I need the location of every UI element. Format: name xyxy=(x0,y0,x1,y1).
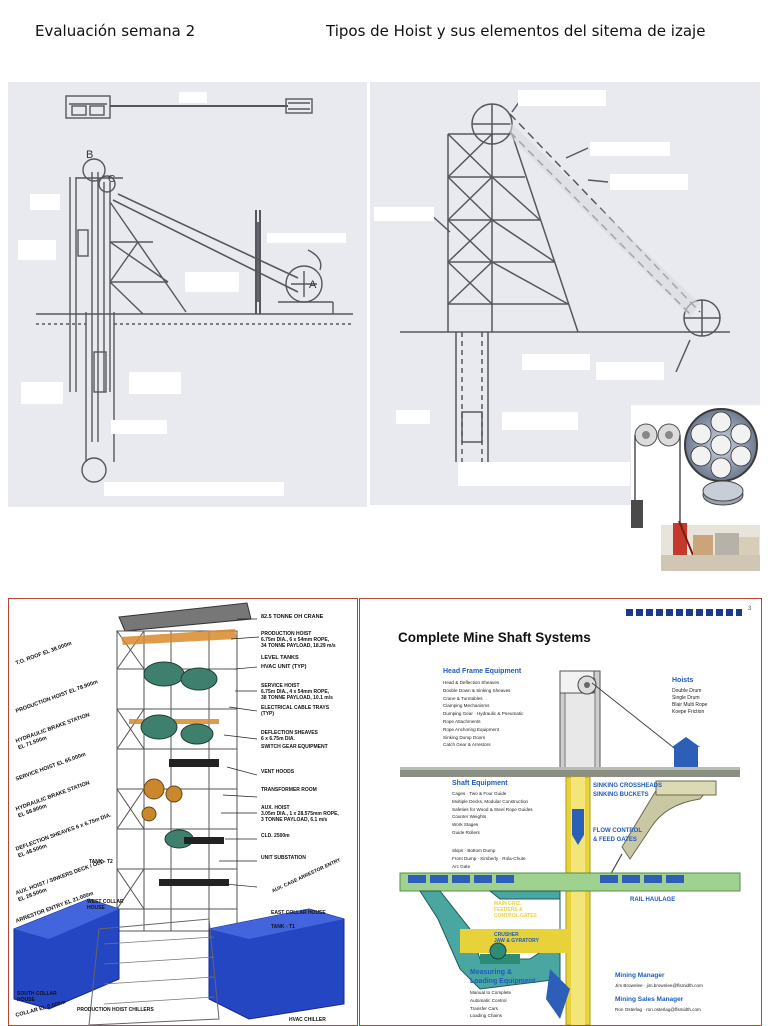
list-item: Transfer Cars xyxy=(470,1005,498,1011)
label-east-collar: EAST COLLAR HOUSE xyxy=(271,910,326,916)
list-item: Work Stages xyxy=(452,822,479,828)
label-unit-substation: UNIT SUBSTATION xyxy=(261,855,306,861)
list-item: Sinking Dump Doors xyxy=(443,734,486,740)
right-title: Tipos de Hoist y sus elementos del sitem… xyxy=(326,22,706,40)
label-c: C xyxy=(108,174,115,185)
page-number: 3 xyxy=(748,606,752,612)
label-service-hoist: SERVICE HOIST 6.75m DIA., 4 x 54mm ROPE,… xyxy=(261,683,333,701)
mine-shaft-systems-panel: 3 Complete Mine Shaft Systems xyxy=(359,598,762,1026)
headframe-tower-illustration xyxy=(13,602,345,1025)
answer-box[interactable] xyxy=(179,92,207,103)
list-item: Single Drum xyxy=(672,695,700,701)
label-aux-hoist: AUX. HOIST 3.05m DIA., 1 x 28.575mm ROPE… xyxy=(261,805,339,823)
measuring-list: Manual to Complete Automatic Control Tra… xyxy=(470,989,511,1020)
list-item: Head & Deflection Sheaves xyxy=(443,680,500,685)
answer-box[interactable] xyxy=(129,372,181,394)
list-item: Cages · Two & Four Guide xyxy=(452,791,507,796)
hoists-heading: Hoists xyxy=(672,677,694,684)
answer-box[interactable] xyxy=(396,410,430,424)
list-item: Dumping Gear · Hydraulic & Pneumatic xyxy=(443,711,524,717)
sinking-label: SINKING CROSSHEADS SINKING BUCKETS xyxy=(593,783,663,798)
contact-detail-1[interactable]: Jim Brownlee · jim.brownlee@flsmidth.com xyxy=(615,983,703,988)
list-item: Catch Gear & Arrestors xyxy=(443,742,491,748)
label-a: A xyxy=(309,279,317,291)
headframe-drawing-right xyxy=(400,97,730,462)
list-item: Loading Chains xyxy=(470,1013,502,1019)
mine-shaft-illustration xyxy=(399,670,741,1025)
answer-box[interactable] xyxy=(522,354,590,370)
shaft-equipment-list: Cages · Two & Four Guide Multiple Decks,… xyxy=(452,790,533,837)
headframe-drawing-left: B C A xyxy=(36,95,353,483)
list-item: Guide Rollers xyxy=(452,829,480,835)
label-switch-gear: SWITCH GEAR EQUIPMENT xyxy=(261,744,328,750)
list-item: Skips · Bottom Dump xyxy=(452,848,496,853)
label-cld: CLD. 2500m xyxy=(261,833,290,839)
shaft-equipment-heading: Shaft Equipment xyxy=(452,780,508,787)
skips-list: Skips · Bottom Dump Front Dump · Kimberl… xyxy=(452,847,526,870)
panel-title: Complete Mine Shaft Systems xyxy=(398,630,591,645)
label-level-tanks: LEVEL TANKS xyxy=(261,655,299,661)
answer-box[interactable] xyxy=(502,412,578,430)
hoists-list: Double Drum Single Drum Blair Multi Rope… xyxy=(672,688,707,716)
rail-haulage-label: RAIL HAULAGE xyxy=(630,897,676,903)
label-hvac: HVAC UNIT (TYP) xyxy=(261,664,307,670)
label-transformer: TRANSFORMER ROOM xyxy=(261,787,317,793)
answer-box[interactable] xyxy=(30,194,60,210)
list-item: Double Drum xyxy=(672,688,702,694)
hoist-rope-collage xyxy=(631,405,760,571)
measuring-heading: Measuring & Loading Equipment xyxy=(470,969,536,985)
header-stripe xyxy=(626,609,742,616)
label-west-collar: WEST COLLAR HOUSE xyxy=(87,899,124,911)
answer-box[interactable] xyxy=(21,382,63,404)
crusher-label: CRUSHER JAW & GYRATORY xyxy=(494,932,539,944)
list-item: Rope Attachments xyxy=(443,718,481,724)
headframe-diagram-left: B C A xyxy=(8,82,367,507)
answer-box[interactable] xyxy=(18,240,56,260)
label-tank-t2: TANK - T2 xyxy=(89,859,113,865)
label-crane: 82.5 TONNE OH CRANE xyxy=(261,614,324,620)
label-south-collar: SOUTH COLLAR HOUSE xyxy=(17,991,57,1003)
contact-detail-2[interactable]: Ron Osterlag · ron.osterlag@flsmidth.com xyxy=(615,1007,701,1012)
list-item: Blair Multi Rope xyxy=(672,702,708,708)
list-item: Rope Anchoring Equipment xyxy=(443,726,499,732)
contact-role-2: Mining Sales Manager xyxy=(615,996,684,1003)
head-frame-list: Head & Deflection Sheaves Double Down & … xyxy=(443,679,523,749)
answer-box[interactable] xyxy=(111,420,167,434)
flow-control-label: FLOW CONTROL & FEED GATES xyxy=(593,828,642,843)
label-prod-hoist-chillers: PRODUCTION HOIST CHILLERS xyxy=(77,1007,154,1013)
left-title: Evaluación semana 2 xyxy=(35,22,196,40)
label-hvac-chiller: HVAC CHILLER xyxy=(289,1017,326,1023)
label-deflection: DEFLECTION SHEAVES 6 x 6.75m DIA. xyxy=(261,730,318,742)
hoist-rope-illustration xyxy=(631,408,760,571)
label-b: B xyxy=(86,149,93,161)
answer-box[interactable] xyxy=(610,174,688,190)
head-frame-heading: Head Frame Equipment xyxy=(443,668,522,675)
list-item: Safeties for Wood & Steel Rope Guides xyxy=(452,806,533,812)
list-item: Arc Gate xyxy=(452,863,471,869)
label-cable-trays: ELECTRICAL CABLE TRAYS (TYP) xyxy=(261,705,330,717)
list-item: Crane & Turntables xyxy=(443,695,483,701)
answer-box[interactable] xyxy=(374,207,434,221)
label-tank-t1: TANK - T1 xyxy=(271,924,295,930)
answer-box[interactable] xyxy=(267,233,346,243)
answer-box[interactable] xyxy=(104,482,284,496)
answer-box[interactable] xyxy=(458,462,630,486)
list-item: Multiple Decks, Modular Construction xyxy=(452,798,529,804)
list-item: Koepe Friction xyxy=(672,709,705,715)
feeders-label: MAIN GRIZ. FEEDERS & CONTROL GATES xyxy=(494,901,537,919)
contact-role-1: Mining Manager xyxy=(615,972,665,979)
list-item: Counter Weights xyxy=(452,814,487,820)
label-production-hoist: PRODUCTION HOIST 6.75m DIA., 6 x 54mm RO… xyxy=(261,631,336,649)
answer-box[interactable] xyxy=(596,362,664,380)
list-item: Front Dump · Kimberly · Rola-Chute xyxy=(452,855,526,861)
label-vent-hoods: VENT HOODS xyxy=(261,769,295,775)
answer-box[interactable] xyxy=(185,272,239,292)
answer-box[interactable] xyxy=(590,142,670,156)
list-item: Manual to Complete xyxy=(470,990,512,995)
list-item: Double Down & Sinking Sheaves xyxy=(443,687,511,693)
list-item: Automatic Control xyxy=(470,997,507,1003)
answer-box[interactable] xyxy=(518,90,606,106)
list-item: Clamping Mechanisms xyxy=(443,703,490,709)
headframe-tower-panel: 82.5 TONNE OH CRANE PRODUCTION HOIST 6.7… xyxy=(8,598,358,1026)
